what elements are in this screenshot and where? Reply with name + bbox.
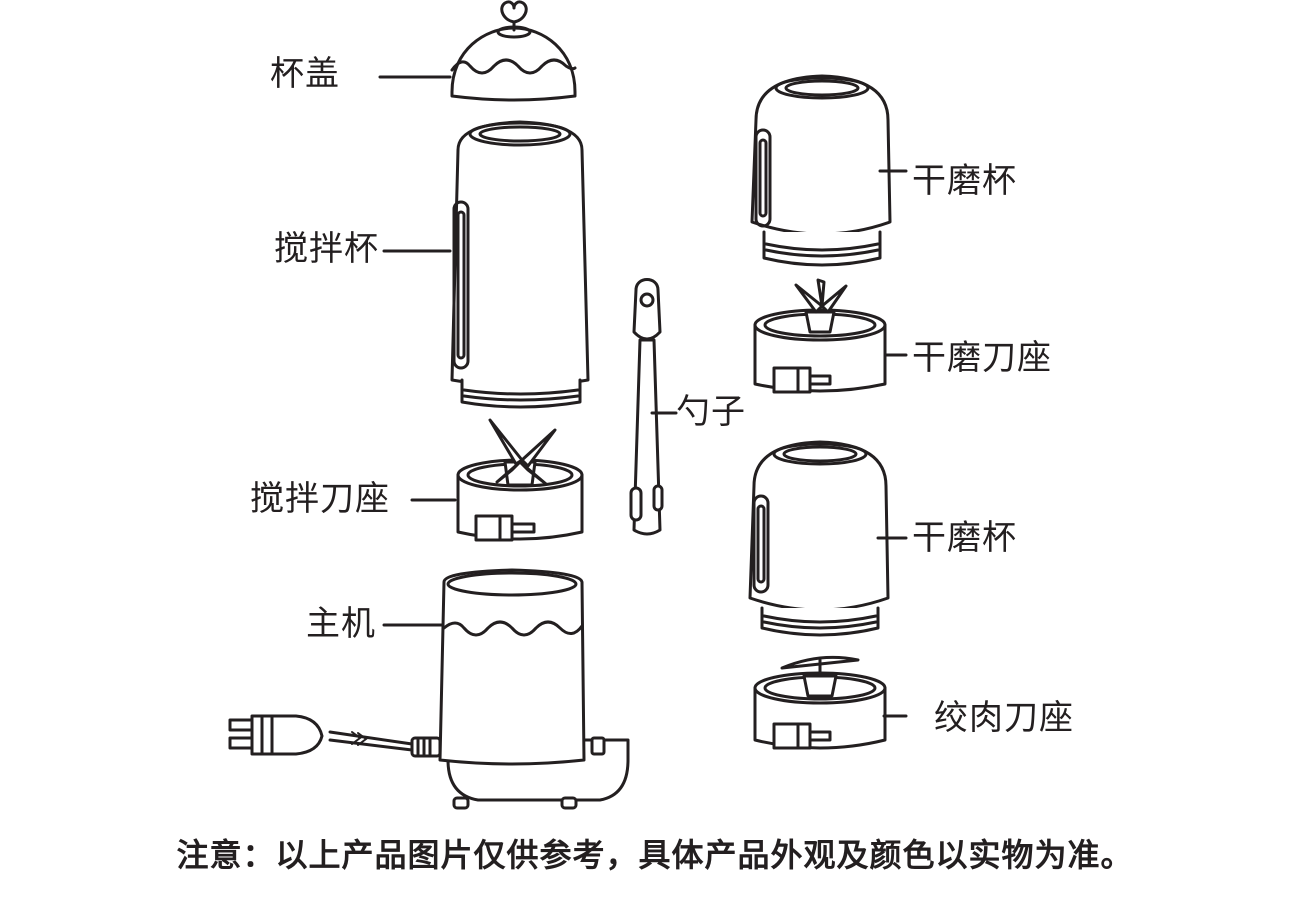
label-blender-blade-base: 搅拌刀座 <box>250 479 390 519</box>
lid-drawing <box>450 0 577 102</box>
label-dry-grind-blade-base: 干磨刀座 <box>912 338 1052 378</box>
disclaimer-note: 注意：以上产品图片仅供参考，具体产品外观及颜色以实物为准。 <box>176 836 1134 874</box>
blender-blade-base-drawing <box>456 418 584 542</box>
blender-cup-drawing <box>450 120 590 409</box>
dry-grind-cup-1-drawing <box>750 74 892 267</box>
dry-grind-blade-base-drawing <box>753 278 887 394</box>
label-dry-grind-cup-2: 干磨杯 <box>912 518 1017 558</box>
label-dry-grind-cup-1: 干磨杯 <box>912 161 1017 201</box>
label-lid: 杯盖 <box>270 54 340 94</box>
main-unit-drawing <box>228 568 630 810</box>
mincing-blade-base-drawing <box>753 655 887 750</box>
label-mincing-blade-base: 绞肉刀座 <box>934 698 1074 738</box>
label-main-unit: 主机 <box>306 604 376 644</box>
label-spoon: 勺子 <box>676 392 746 432</box>
label-blender-cup: 搅拌杯 <box>274 229 379 269</box>
dry-grind-cup-2-drawing <box>748 440 890 637</box>
spoon-drawing <box>629 278 664 536</box>
